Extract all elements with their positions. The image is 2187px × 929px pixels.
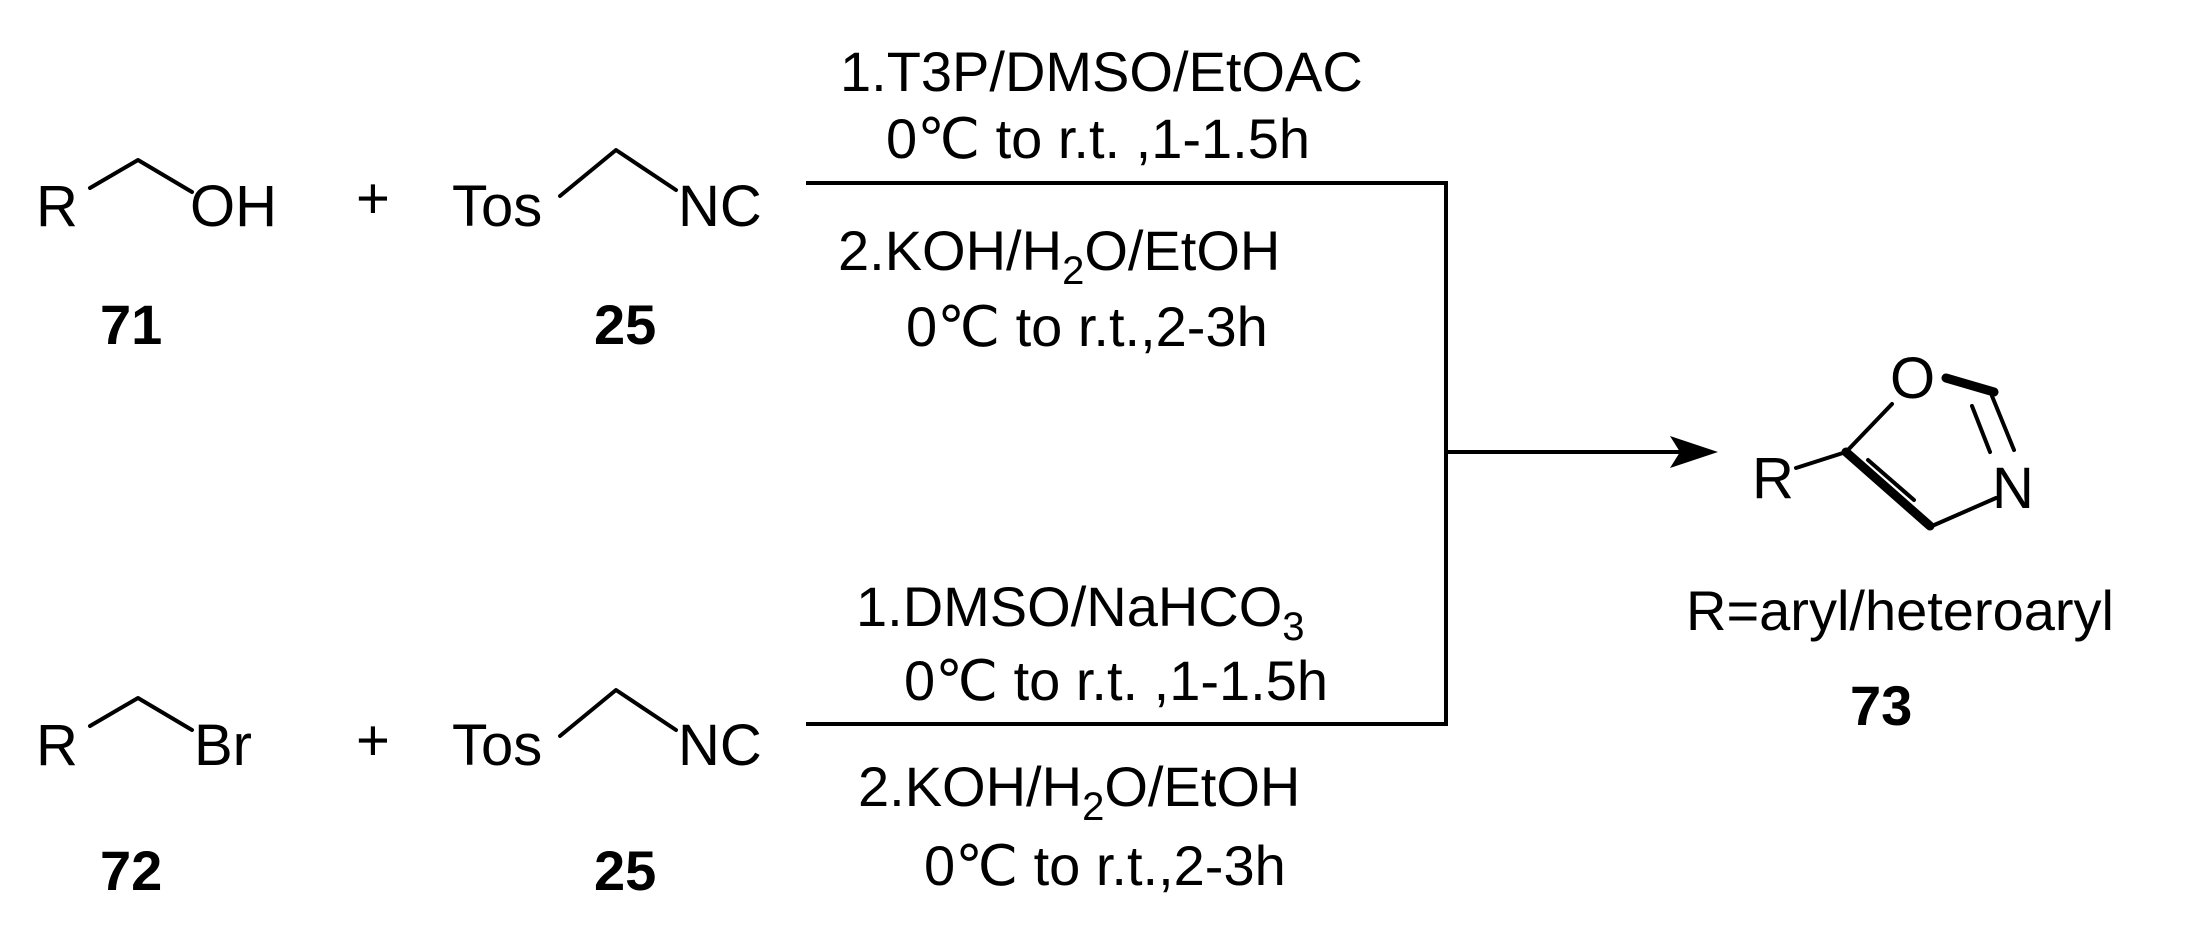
reactant-72: R Br 72 bbox=[36, 696, 252, 902]
top-reaction: R OH 71 + Tos NC 25 1.T3P/DMSO/EtOAC 0℃ … bbox=[36, 40, 1448, 358]
c2-n3-bond bbox=[1990, 394, 2016, 452]
condition-step2: 2.KOH/H2O/EtOH bbox=[858, 755, 1300, 829]
reagent-25-bottom: Tos NC 25 bbox=[452, 688, 762, 902]
condition-step2: 2.KOH/H2O/EtOH bbox=[838, 219, 1280, 293]
converging-arrow bbox=[1444, 181, 1718, 726]
plus-sign: + bbox=[356, 708, 390, 773]
isocyanide-label: NC bbox=[678, 174, 762, 239]
compound-number-73: 73 bbox=[1850, 674, 1912, 737]
r-c5-bond bbox=[1794, 450, 1848, 470]
condition-step1: 1.T3P/DMSO/EtOAC bbox=[840, 40, 1363, 103]
c5-o1-bond bbox=[1844, 402, 1894, 454]
compound-number-72: 72 bbox=[100, 839, 162, 902]
r-group-label: R bbox=[36, 713, 78, 778]
compound-number-25: 25 bbox=[594, 293, 656, 356]
condition-step1-temp: 0℃ to r.t. ,1-1.5h bbox=[904, 649, 1328, 712]
compound-number-25: 25 bbox=[594, 839, 656, 902]
compound-number-71: 71 bbox=[100, 293, 162, 356]
isocyanide-label: NC bbox=[678, 713, 762, 778]
arrow-head-icon bbox=[1670, 436, 1718, 468]
nitrogen-atom-label: N bbox=[1992, 456, 2034, 521]
condition-step1: 1.DMSO/NaHCO3 bbox=[856, 575, 1305, 649]
tos-label: Tos bbox=[452, 174, 542, 239]
plus-sign: + bbox=[356, 166, 390, 231]
condition-step1-temp: 0℃ to r.t. ,1-1.5h bbox=[886, 107, 1310, 170]
condition-step2-temp: 0℃ to r.t.,2-3h bbox=[924, 834, 1286, 897]
o1-c2-bond bbox=[1941, 373, 1999, 397]
oxygen-atom-label: O bbox=[1890, 346, 1935, 411]
c4-c5-bond bbox=[1841, 447, 1935, 531]
r-group-label: R bbox=[1752, 446, 1794, 511]
condition-step2-temp: 0℃ to r.t.,2-3h bbox=[906, 295, 1268, 358]
reagent-25-top: Tos NC 25 bbox=[452, 148, 762, 356]
tos-label: Tos bbox=[452, 713, 542, 778]
bottom-reaction: R Br 72 + Tos NC 25 1.DMSO/NaHCO3 0℃ to … bbox=[36, 575, 1448, 902]
c2-n3-double-bond bbox=[1970, 404, 1992, 454]
hydroxyl-label: OH bbox=[190, 174, 277, 239]
ch2-bond bbox=[88, 158, 194, 194]
c4-c5-double-bond bbox=[1866, 458, 1916, 502]
bromide-label: Br bbox=[194, 713, 252, 778]
reactant-71: R OH 71 bbox=[36, 158, 277, 356]
r-group-label: R bbox=[36, 174, 78, 239]
r-definition: R=aryl/heteroaryl bbox=[1686, 579, 2114, 642]
ch2-bond bbox=[88, 696, 194, 732]
ch2-bond bbox=[558, 688, 678, 738]
n3-c4-bond bbox=[1930, 496, 1998, 528]
product-73: R O N R=aryl/heteroaryl 73 bbox=[1686, 346, 2114, 737]
ch2-bond bbox=[558, 148, 678, 198]
